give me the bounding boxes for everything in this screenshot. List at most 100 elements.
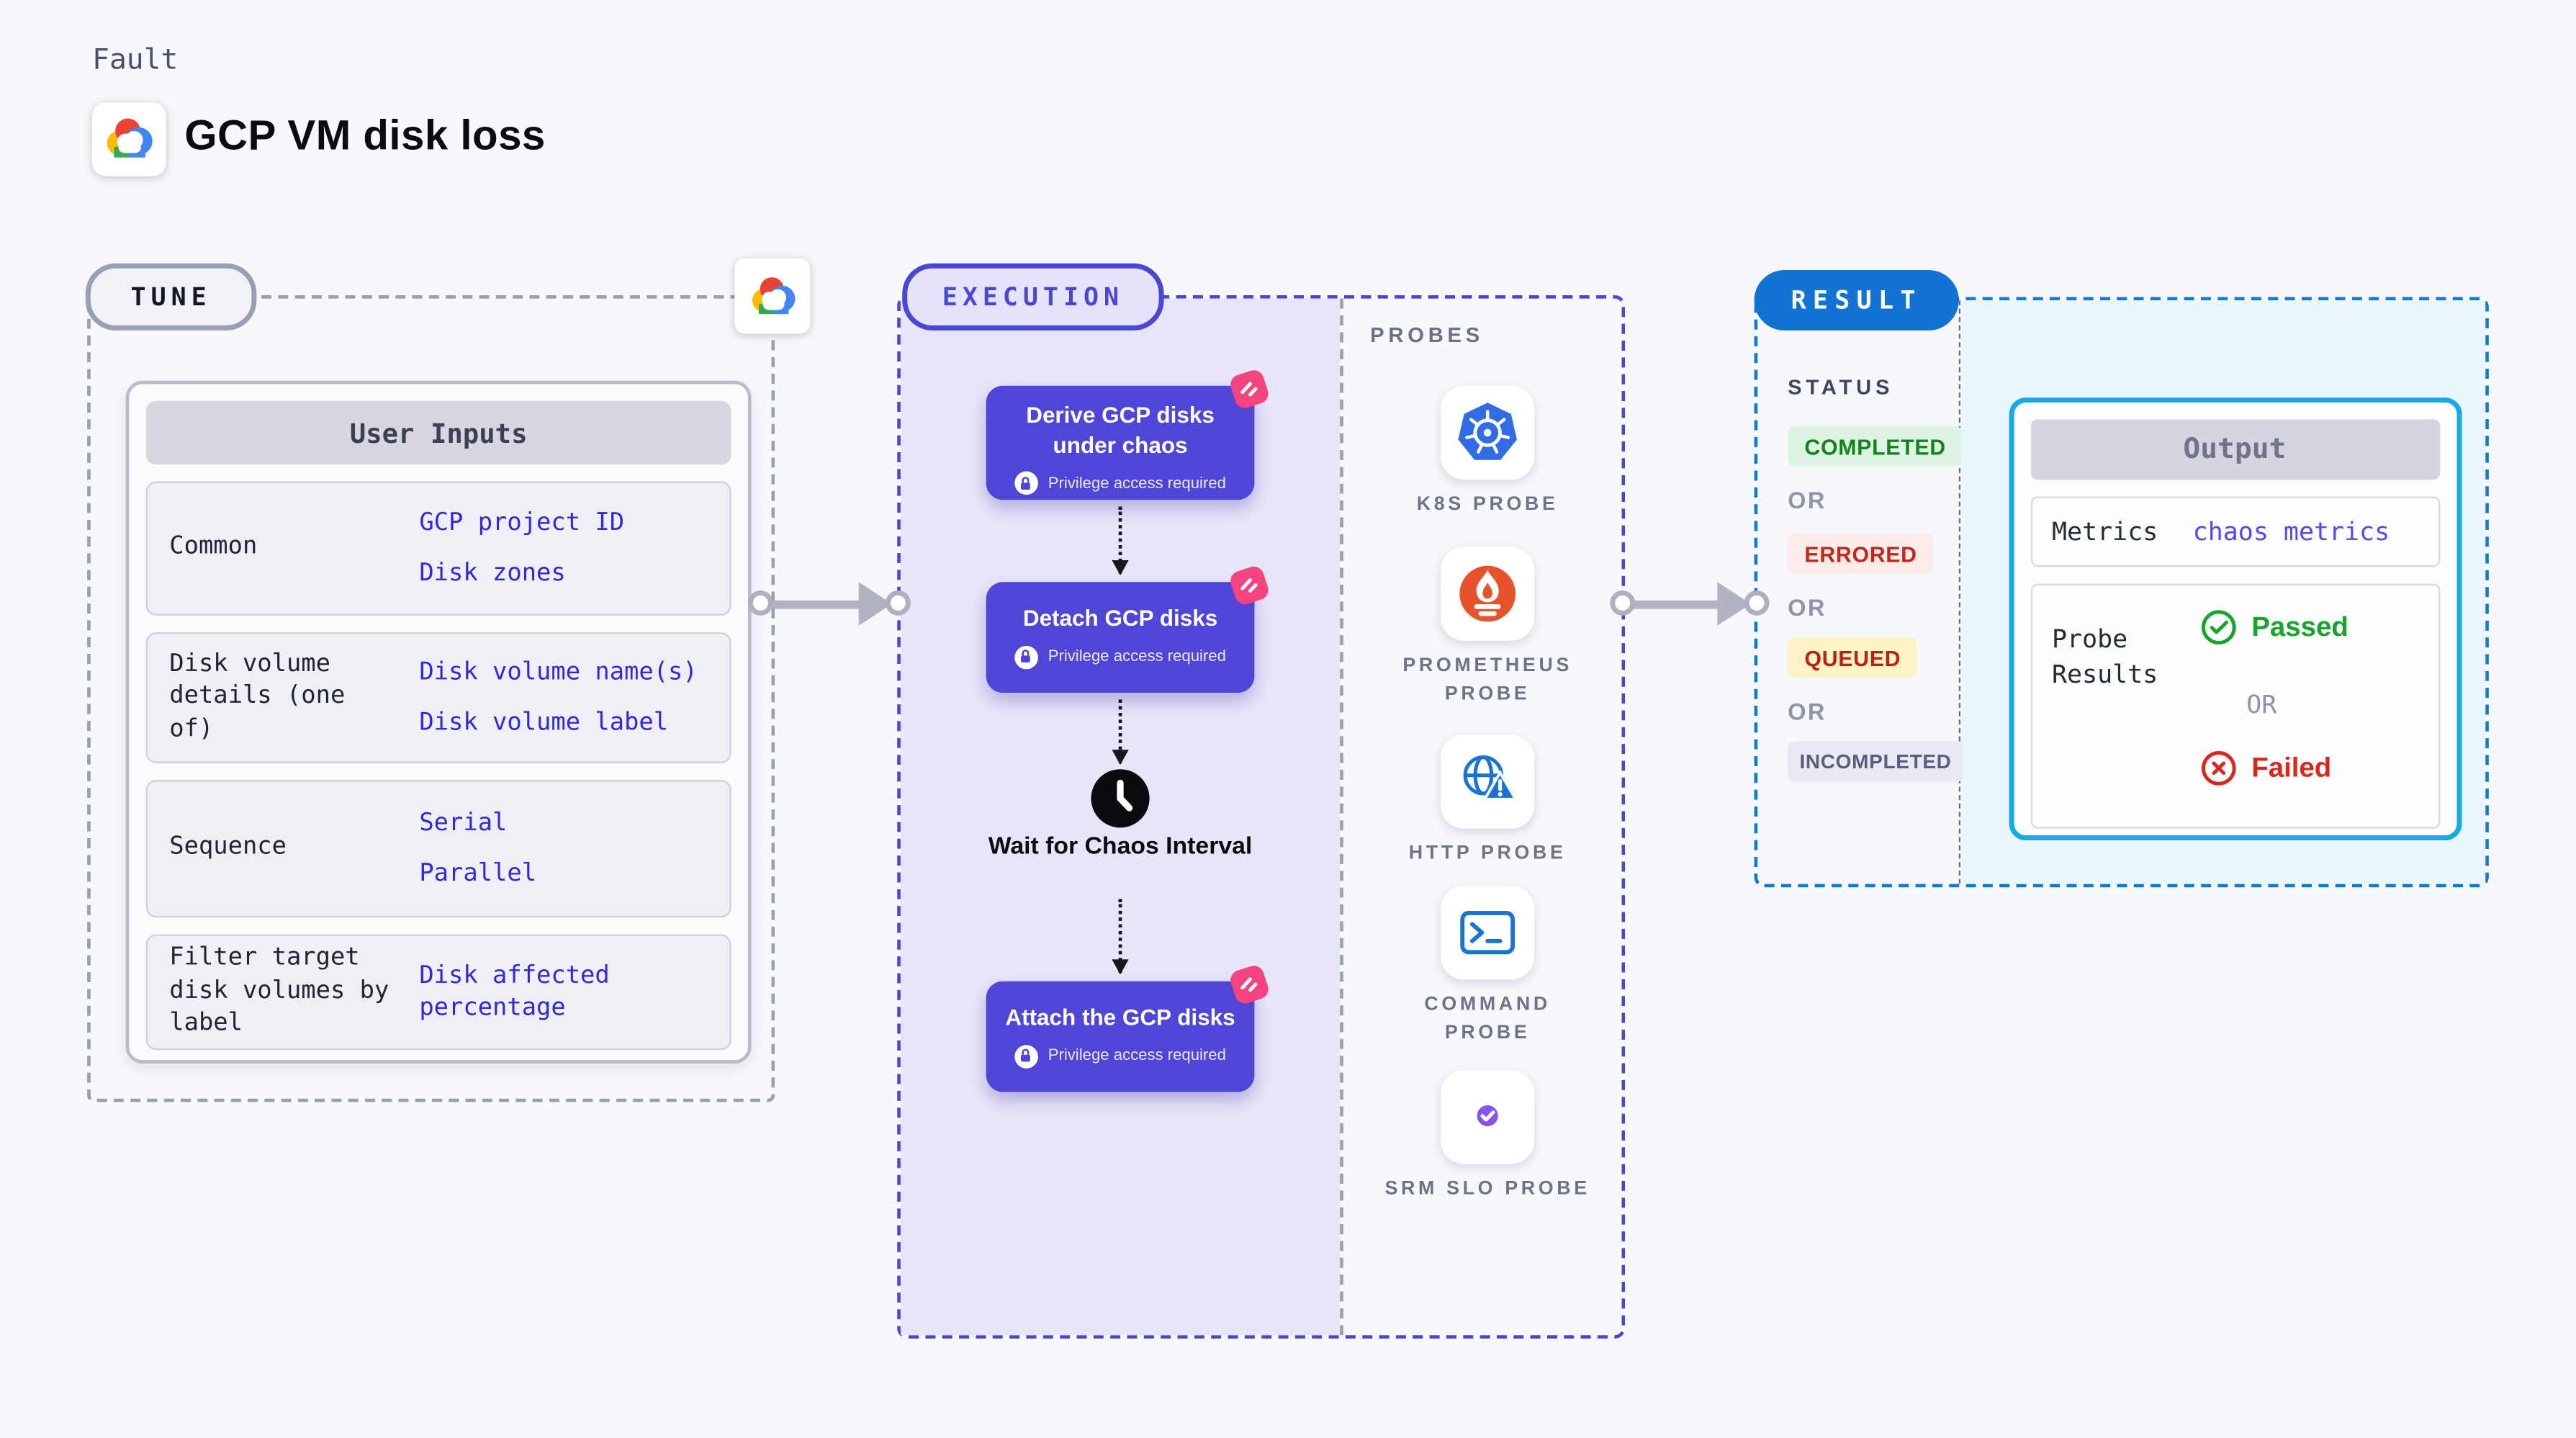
result-label-pill: RESULT bbox=[1754, 270, 1959, 331]
passed-check-icon bbox=[2199, 609, 2236, 646]
step-connector-arrow bbox=[1111, 699, 1128, 765]
input-row-disk-volume-details: Disk volume details (one of) Disk volume… bbox=[145, 632, 731, 763]
input-value: Serial bbox=[419, 810, 508, 838]
wait-for-chaos-interval-label: Wait for Chaos Interval bbox=[988, 833, 1253, 860]
step-title: Attach the GCP disks bbox=[1005, 1005, 1235, 1030]
failed-x-icon bbox=[2199, 750, 2236, 786]
step-connector-arrow bbox=[1111, 899, 1128, 975]
probe-item-k8s: K8S PROBE bbox=[1361, 385, 1613, 520]
input-value: Parallel bbox=[419, 859, 537, 887]
lock-icon bbox=[1014, 471, 1038, 495]
kubernetes-icon bbox=[1440, 385, 1535, 480]
probe-label: K8S PROBE bbox=[1416, 495, 1559, 516]
privilege-note-label: Privilege access required bbox=[1048, 474, 1226, 493]
execution-to-result-arrow bbox=[1610, 580, 1770, 627]
probe-item-http: HTTP PROBE bbox=[1361, 734, 1613, 868]
or-separator: OR bbox=[2246, 689, 2277, 720]
execution-group-box: Derive GCP disks under chaos Privilege a… bbox=[897, 295, 1626, 1339]
input-value: Disk volume label bbox=[419, 709, 669, 736]
probe-label: SRM SLO PROBE bbox=[1384, 1179, 1590, 1200]
probes-heading: PROBES bbox=[1370, 323, 1485, 348]
probe-item-srm-slo: SRM SLO PROBE bbox=[1361, 1070, 1613, 1204]
http-globe-icon bbox=[1440, 734, 1535, 829]
execution-label-pill: EXECUTION bbox=[902, 263, 1164, 331]
step-detach-gcp-disks: Detach GCP disks Privilege access requir… bbox=[986, 582, 1255, 693]
input-row-values: Disk volume name(s) Disk volume label bbox=[402, 658, 729, 737]
probe-item-prometheus: PROMETHEUS PROBE bbox=[1361, 547, 1613, 708]
lock-icon bbox=[1014, 1044, 1038, 1068]
arrow-end-dot bbox=[885, 590, 911, 616]
or-separator: OR bbox=[1788, 486, 1827, 513]
status-badge-incompleted: INCOMPLETED bbox=[1788, 741, 1963, 782]
passed-result: Passed bbox=[2199, 609, 2348, 646]
status-column: STATUS COMPLETED OR ERRORED OR QUEUED OR… bbox=[1757, 300, 1963, 884]
failed-result: Failed bbox=[2199, 750, 2331, 786]
probe-item-command: COMMAND PROBE bbox=[1361, 885, 1613, 1047]
probes-panel: PROBES K8S PROBE PROMETHEUS PROBE HTTP P… bbox=[1340, 298, 1621, 1336]
step-title: Derive GCP disks under chaos bbox=[1026, 403, 1215, 457]
privilege-note: Privilege access required bbox=[986, 1044, 1255, 1083]
tune-to-execution-arrow bbox=[747, 580, 911, 627]
result-output-area: Output Metrics chaos metrics Probe Resul… bbox=[1961, 300, 2486, 884]
input-row-values: Disk affected percentage bbox=[402, 962, 729, 1023]
privilege-note-label: Privilege access required bbox=[1048, 1046, 1226, 1066]
probe-results-label: Probe Results bbox=[2052, 624, 2158, 690]
arrow-line bbox=[765, 599, 865, 608]
terminal-icon bbox=[1440, 885, 1535, 980]
input-value: Disk zones bbox=[419, 559, 566, 587]
probe-results-row: Probe Results Passed OR Failed bbox=[2030, 583, 2440, 829]
step-derive-gcp-disks: Derive GCP disks under chaos Privilege a… bbox=[986, 386, 1255, 500]
metrics-value: chaos metrics bbox=[2192, 516, 2390, 547]
metrics-label: Metrics bbox=[2052, 516, 2158, 547]
probe-label: COMMAND PROBE bbox=[1424, 994, 1551, 1043]
privilege-note: Privilege access required bbox=[986, 471, 1255, 511]
input-value: Disk volume name(s) bbox=[419, 660, 698, 687]
input-row-label: Sequence bbox=[169, 834, 287, 861]
arrow-line bbox=[1626, 599, 1724, 608]
page-title: GCP VM disk loss bbox=[184, 112, 546, 160]
probe-label: PROMETHEUS PROBE bbox=[1402, 655, 1572, 704]
probe-label: HTTP PROBE bbox=[1408, 843, 1567, 864]
output-header: Output bbox=[2030, 419, 2440, 480]
input-value: GCP project ID bbox=[419, 511, 625, 538]
or-separator: OR bbox=[1788, 593, 1827, 621]
arrow-start-dot bbox=[747, 590, 773, 616]
user-inputs-header: User Inputs bbox=[145, 400, 731, 465]
input-row-values: GCP project ID Disk zones bbox=[402, 509, 729, 588]
step-connector-arrow bbox=[1111, 506, 1128, 575]
input-row-sequence: Sequence Serial Parallel bbox=[145, 780, 731, 918]
input-row-label: Disk volume details (one of) bbox=[169, 650, 346, 743]
gcp-cloud-icon bbox=[744, 268, 801, 325]
input-row-values: Serial Parallel bbox=[402, 809, 729, 889]
step-title: Detach GCP disks bbox=[1022, 605, 1218, 631]
user-inputs-card: User Inputs Common GCP project ID Disk z… bbox=[125, 380, 752, 1064]
step-attach-gcp-disks: Attach the GCP disks Privilege access re… bbox=[986, 981, 1255, 1092]
input-row-label: Filter target disk volumes by label bbox=[169, 944, 389, 1038]
arrow-start-dot bbox=[1610, 590, 1636, 616]
srm-slo-icon bbox=[1440, 1070, 1535, 1164]
chaos-badge-icon bbox=[1229, 565, 1269, 606]
prometheus-icon bbox=[1440, 547, 1535, 641]
input-row-common: Common GCP project ID Disk zones bbox=[145, 481, 731, 616]
input-row-label: Common bbox=[169, 534, 258, 561]
input-value: Disk affected percentage bbox=[419, 963, 610, 1021]
status-badge-errored: ERRORED bbox=[1788, 533, 1935, 574]
input-row-filter-by-label: Filter target disk volumes by label Disk… bbox=[145, 934, 731, 1051]
status-heading: STATUS bbox=[1788, 375, 1894, 400]
passed-label: Passed bbox=[2251, 611, 2348, 642]
execution-flow-area: Derive GCP disks under chaos Privilege a… bbox=[900, 298, 1341, 1336]
or-separator: OR bbox=[1788, 698, 1827, 725]
failed-label: Failed bbox=[2251, 752, 2332, 783]
chaos-badge-icon bbox=[1229, 964, 1269, 1005]
result-group-box: STATUS COMPLETED OR ERRORED OR QUEUED OR… bbox=[1754, 297, 2489, 888]
privilege-note: Privilege access required bbox=[986, 644, 1255, 684]
metrics-row: Metrics chaos metrics bbox=[2030, 496, 2440, 567]
tune-group-box bbox=[87, 295, 775, 1102]
chaos-badge-icon bbox=[1229, 369, 1269, 409]
gcp-cloud-icon bbox=[99, 109, 159, 169]
status-badge-queued: QUEUED bbox=[1788, 637, 1918, 678]
output-card: Output Metrics chaos metrics Probe Resul… bbox=[2008, 397, 2462, 841]
tune-label-pill: TUNE bbox=[85, 263, 257, 331]
lock-icon bbox=[1014, 644, 1038, 669]
